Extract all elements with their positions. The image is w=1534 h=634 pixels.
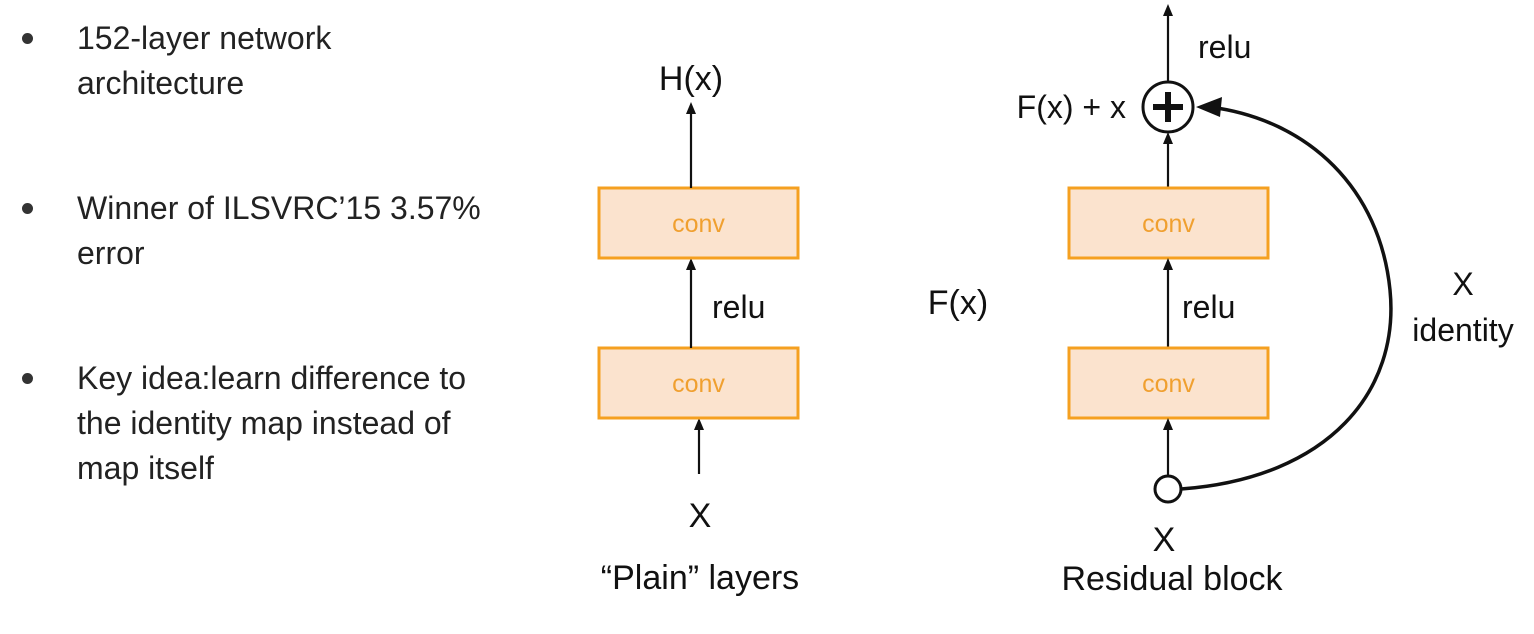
skip-identity-label: identity [1412, 312, 1513, 348]
residual-relu-label: relu [1182, 289, 1235, 325]
plain-output-arrowhead [686, 102, 696, 114]
residual-top-relu-label: relu [1198, 29, 1251, 65]
plain-relu-arrowhead [686, 258, 696, 270]
input-node [1153, 474, 1183, 504]
bullet-dot [22, 203, 33, 214]
bullet-dot [22, 373, 33, 384]
residual-relu-arrowhead [1163, 258, 1173, 270]
skip-x-label: X [1452, 266, 1473, 302]
plain-relu-label: relu [712, 289, 765, 325]
plain-caption: “Plain” layers [601, 559, 799, 597]
residual-sum-arrowhead [1163, 132, 1173, 144]
bullet-list: 152-layer network architecture Winner of… [0, 0, 560, 634]
plain-input-label: X [689, 497, 712, 535]
residual-top-conv-box [1067, 186, 1270, 260]
plain-bottom-conv-box [597, 346, 800, 420]
bullet-text: Winner of ILSVRC’15 3.57% error [77, 190, 481, 271]
residual-block-diagram: relu F(x) + x conv relu conv F(x) X iden… [928, 4, 1514, 598]
skip-arrowhead [1196, 97, 1222, 117]
residual-bottom-conv-label: conv [1142, 370, 1195, 398]
bullet-text: 152-layer network architecture [77, 20, 332, 101]
residual-bottom-conv-box [1067, 346, 1270, 420]
plain-layers-diagram: conv relu conv H(x) X “Plain” layers [597, 60, 800, 597]
plain-top-conv-label: conv [672, 210, 725, 238]
bullet-dot [22, 33, 33, 44]
sum-label: F(x) + x [1017, 89, 1126, 125]
residual-input-arrowhead [1163, 418, 1173, 430]
residual-top-conv-label: conv [1142, 210, 1195, 238]
fx-label: F(x) [928, 284, 988, 322]
skip-connection [1180, 105, 1393, 491]
residual-caption: Residual block [1061, 560, 1283, 598]
plain-top-conv-box [597, 186, 800, 260]
plain-input-arrowhead [694, 418, 704, 430]
residual-input-label: X [1153, 521, 1176, 559]
residual-output-arrowhead [1163, 4, 1173, 16]
plus-icon [1153, 92, 1183, 122]
plain-output-label: H(x) [659, 60, 723, 98]
bullet-text: Key idea:learn difference to the identit… [77, 360, 466, 486]
plain-bottom-conv-label: conv [672, 370, 725, 398]
